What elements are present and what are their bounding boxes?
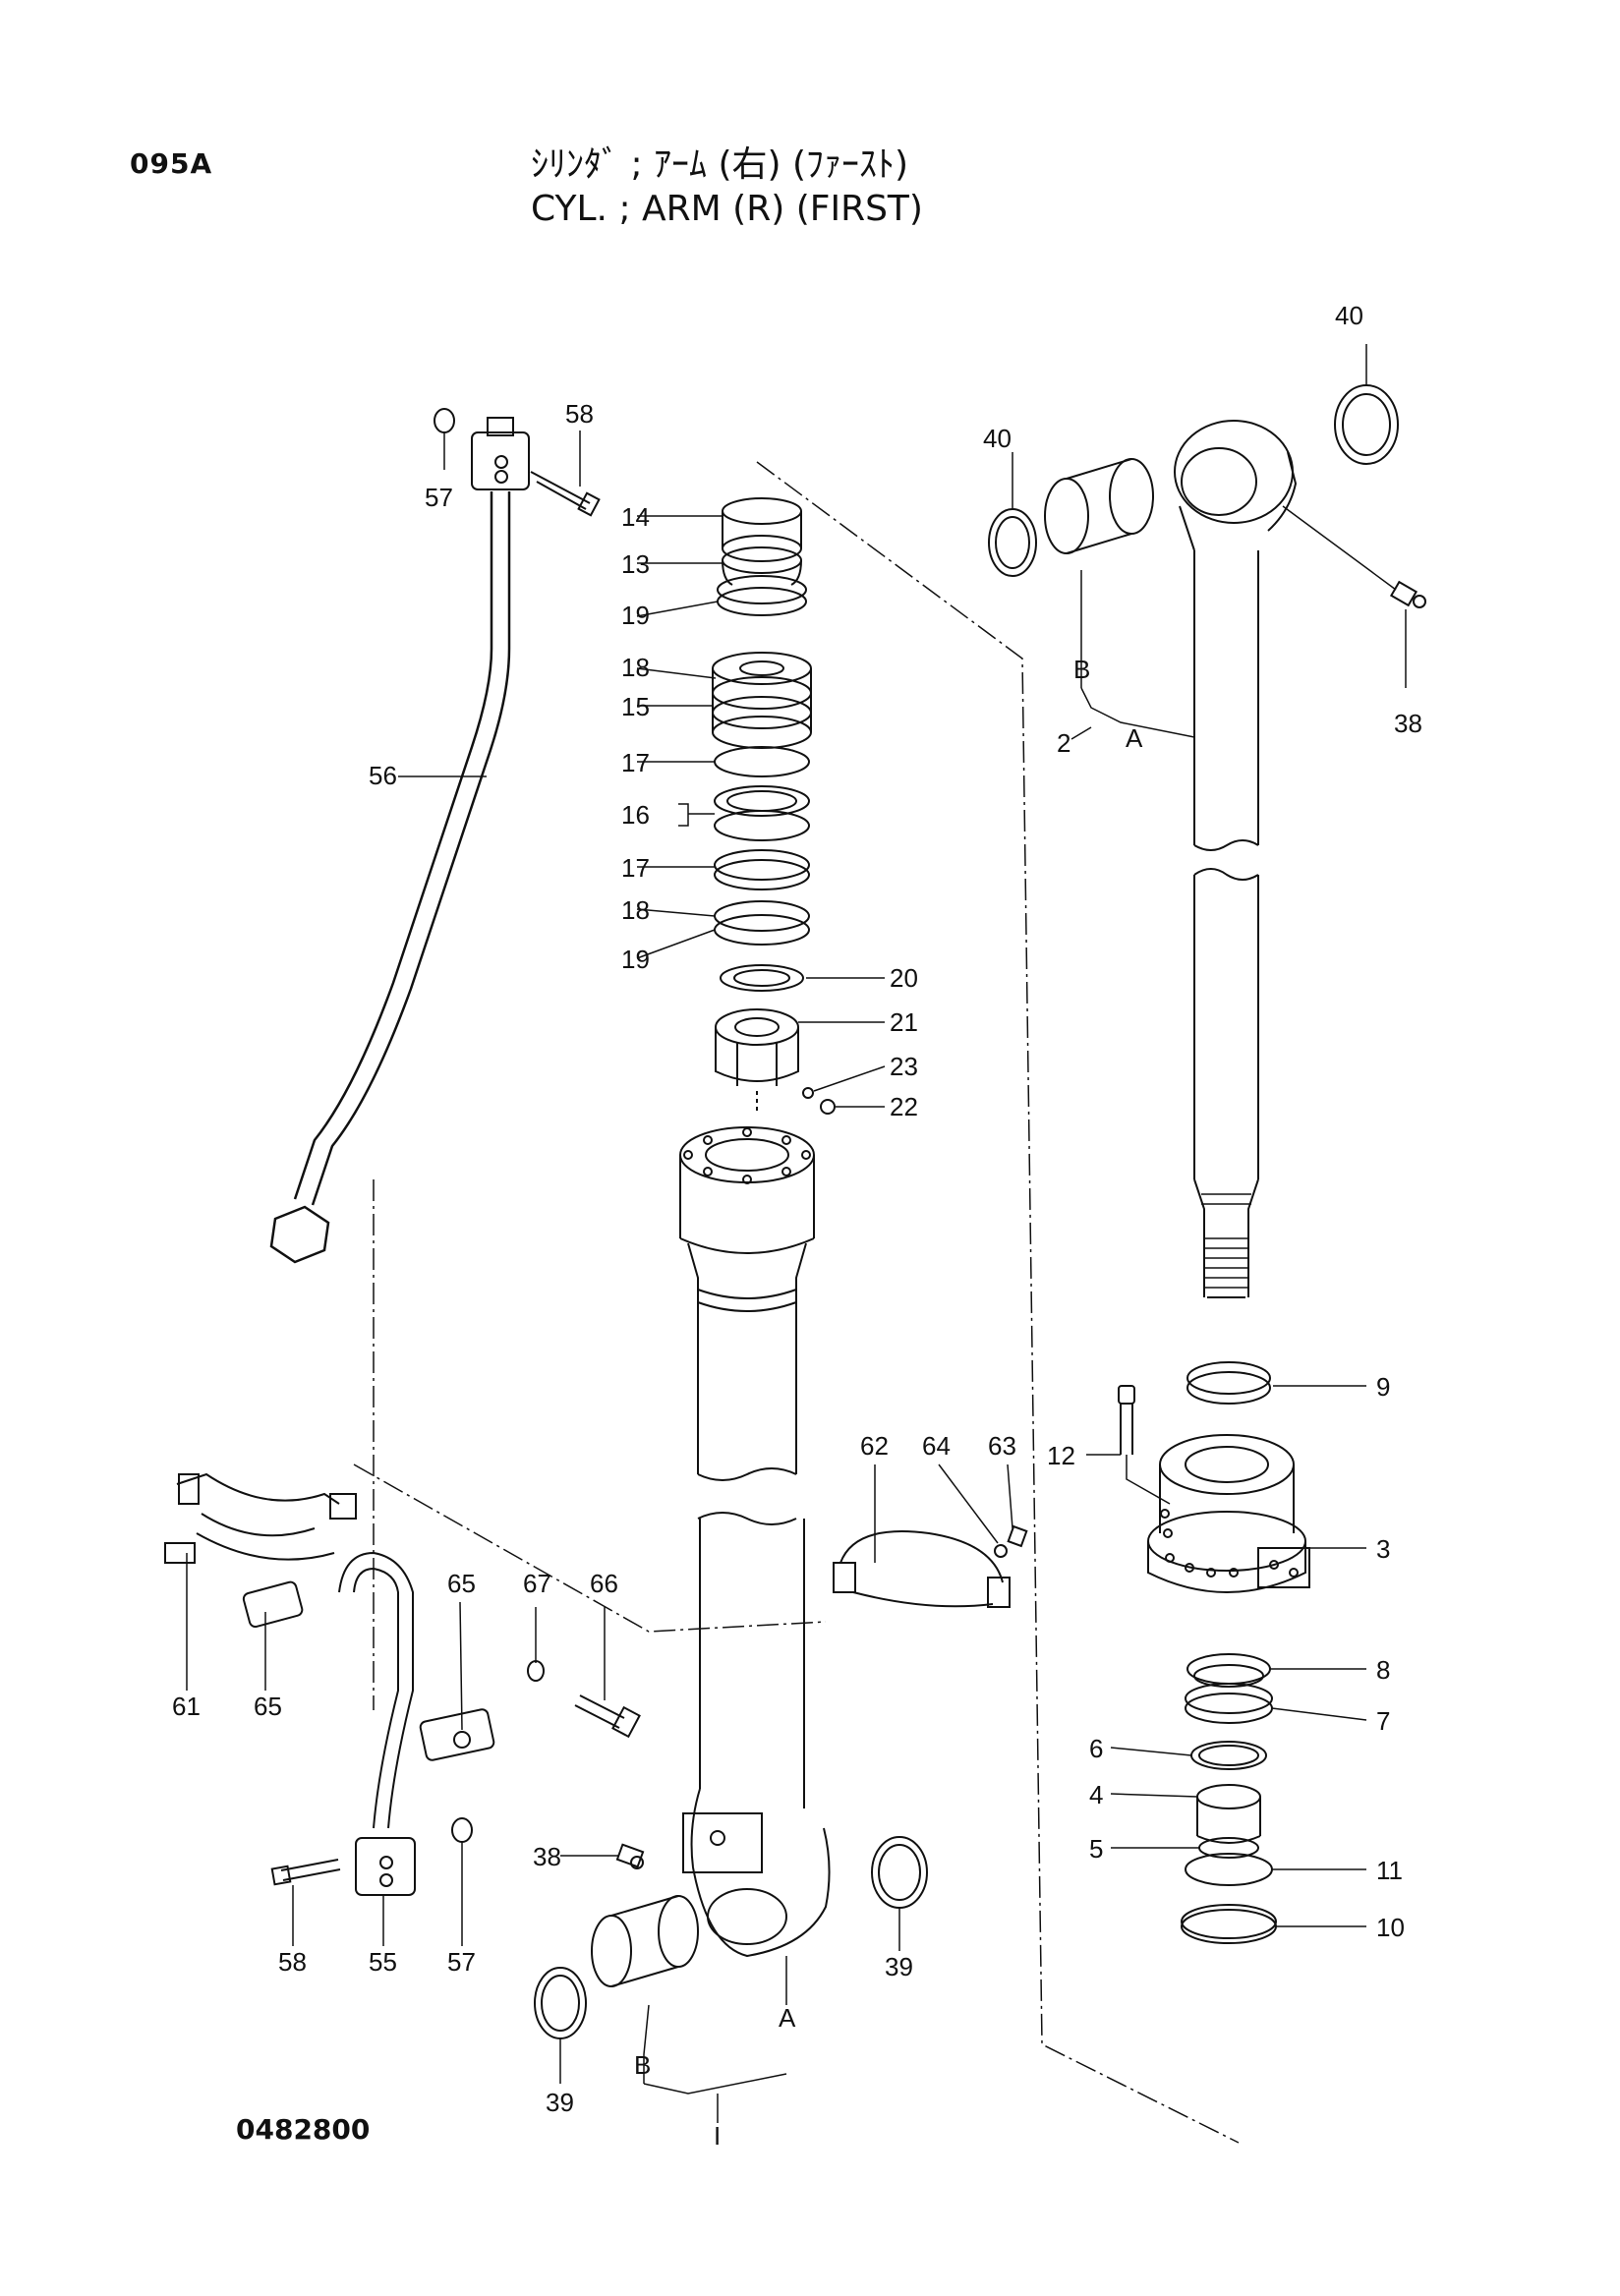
part-label: 65: [254, 1692, 282, 1721]
part-label: 18: [621, 653, 650, 682]
part-label: 39: [546, 2088, 574, 2117]
part-label: 21: [890, 1007, 918, 1037]
part-label: 62: [860, 1431, 889, 1461]
part-label: 61: [172, 1692, 201, 1721]
cylinder-tube: [679, 1126, 831, 1958]
part-label: 38: [1394, 709, 1422, 738]
part-label: 63: [988, 1431, 1016, 1461]
head-seals: [1181, 1653, 1277, 1944]
part-label: 6: [1089, 1734, 1103, 1763]
page-code: 095A: [130, 147, 213, 180]
leader-lines: [186, 344, 1407, 2123]
part-label: 56: [369, 761, 397, 790]
head-bolt-holes: [1160, 1509, 1239, 1578]
part-label: 12: [1047, 1441, 1075, 1470]
bolt-63-washer-64: [994, 1524, 1028, 1558]
title-japanese: ｼﾘﾝﾀﾞ ; ｱｰﾑ (右) (ﾌｧｰｽﾄ): [531, 144, 909, 185]
part-label: 14: [621, 502, 650, 532]
part-label: 18: [621, 895, 650, 925]
part-label: 15: [621, 692, 650, 721]
part-label: 23: [890, 1052, 918, 1081]
part-label: 8: [1376, 1655, 1390, 1685]
part-label: 19: [621, 601, 650, 630]
bolt-66-washer-67: [527, 1660, 641, 1739]
clamp-61: [164, 1472, 357, 1564]
part-label: 13: [621, 549, 650, 579]
part-label: 19: [621, 945, 650, 974]
nut-21: [715, 1008, 836, 1115]
seal-stack: [712, 497, 812, 992]
rod-thread: [1201, 1193, 1251, 1289]
part-label: 9: [1376, 1372, 1390, 1402]
ring-9: [1186, 1361, 1271, 1405]
part-label: 39: [885, 1952, 913, 1981]
pipe-fitting-bottom: [270, 1817, 473, 1896]
part-label: 2: [1057, 728, 1070, 758]
part-label: 10: [1376, 1913, 1405, 1942]
part-label: 20: [890, 963, 918, 993]
part-label: 57: [447, 1947, 476, 1977]
piston-rod: [1174, 420, 1298, 1298]
part-label: I: [714, 2121, 721, 2151]
part-label: 55: [369, 1947, 397, 1977]
pipe-fitting-top: [434, 408, 601, 517]
part-label: 4: [1089, 1780, 1103, 1809]
drawing-number: 0482800: [236, 2113, 371, 2146]
part-label: 67: [523, 1569, 551, 1598]
title-english: CYL. ; ARM (R) (FIRST): [531, 189, 923, 229]
part-label: B: [634, 2050, 651, 2080]
part-label: 16: [621, 800, 650, 830]
part-label: A: [779, 2003, 796, 2033]
part-label: 17: [621, 748, 650, 777]
part-label: 58: [278, 1947, 307, 1977]
grease-fitting-38-top: [1389, 580, 1426, 608]
part-label: 40: [1335, 301, 1363, 330]
cylinder-head-3: [1118, 1385, 1310, 1593]
part-label: 58: [565, 399, 594, 429]
part-label: 57: [425, 483, 453, 512]
grease-fitting-38-bottom: [615, 1843, 645, 1869]
part-label: 5: [1089, 1834, 1103, 1864]
part-label: 17: [621, 853, 650, 883]
part-label: 64: [922, 1431, 951, 1461]
part-label: 40: [983, 424, 1012, 453]
pipe-lower: [242, 1551, 495, 1829]
flange-bolt-holes: [683, 1127, 811, 1184]
pipe-56: [269, 491, 511, 1264]
bolt-12: [1118, 1385, 1135, 1455]
part-label: 65: [447, 1569, 476, 1598]
part-label: 38: [533, 1842, 561, 1871]
part-labels: 40 40 58 57 14 13 19 18 15 17 16 17 18 1…: [172, 301, 1422, 2151]
bolt-58-top: [530, 471, 601, 517]
part-label: A: [1126, 723, 1143, 753]
assembly-boundary-lines: [353, 461, 1240, 2144]
part-label: 11: [1376, 1856, 1403, 1885]
part-label: 66: [590, 1569, 618, 1598]
part-label: 3: [1376, 1534, 1390, 1564]
clamp-62: [833, 1530, 1011, 1608]
part-label: B: [1073, 655, 1090, 684]
tube-bushing-bottom: [534, 1836, 928, 2039]
part-label: 22: [890, 1092, 918, 1121]
part-label: 7: [1376, 1706, 1390, 1736]
